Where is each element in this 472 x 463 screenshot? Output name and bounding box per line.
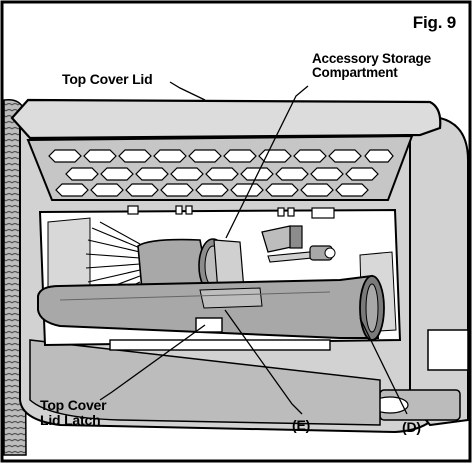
label-part-d: (D) <box>402 419 421 435</box>
label-accessory-storage-line2: Compartment <box>312 65 398 81</box>
label-accessory-storage-line1: Accessory Storage <box>312 51 431 66</box>
dusting-brush <box>85 221 245 303</box>
label-top-cover-lid: Top Cover Lid <box>62 71 153 87</box>
crevice-tool <box>37 274 385 341</box>
leader-lines <box>99 81 408 415</box>
top-cover-lid <box>10 98 442 201</box>
figure-label: Fig. 9 <box>412 13 456 32</box>
small-accessories <box>261 225 336 263</box>
label-lid-latch-line1: Top Cover <box>40 397 107 413</box>
label-part-e: (E) <box>292 417 311 433</box>
label-lid-latch: Top Cover Lid Latch <box>40 397 107 428</box>
label-accessory-storage: Accessory Storage Compartment <box>312 51 431 81</box>
lid-latch <box>109 317 331 351</box>
label-lid-latch-line2: Lid Latch <box>40 411 101 428</box>
